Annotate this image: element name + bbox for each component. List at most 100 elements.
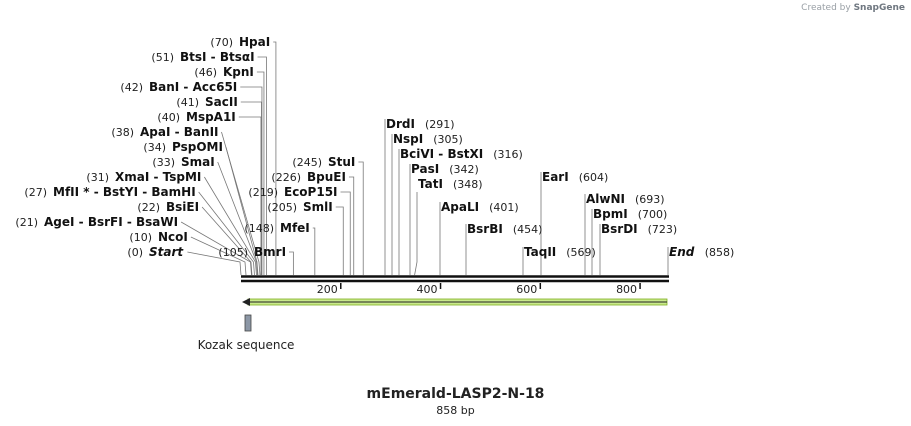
restriction-site[interactable]: PasI (342) — [411, 162, 479, 176]
site-name: EcoP15I — [284, 185, 338, 199]
site-leader-line — [198, 191, 255, 276]
site-name: SacII — [205, 95, 238, 109]
restriction-site[interactable]: End(858) — [669, 245, 734, 259]
scale-tick-label: 800 — [616, 283, 637, 296]
site-position: (245) — [292, 156, 322, 169]
snapgene-credit: Created by SnapGene — [801, 3, 905, 13]
restriction-site[interactable]: BsrBI(454) — [467, 222, 542, 236]
site-name: MspA1I — [186, 110, 236, 124]
site-position: (40) — [157, 111, 180, 124]
site-name: Start — [149, 245, 184, 259]
site-leader-line — [201, 206, 253, 276]
restriction-site[interactable]: BanI - Acc65I (42) — [120, 80, 237, 94]
restriction-site[interactable]: DrdI(291) — [386, 117, 455, 131]
restriction-site[interactable]: BpuEI(226) — [271, 170, 346, 184]
restriction-site[interactable]: ApaI - BanII (38) — [111, 125, 218, 139]
site-position: (401) — [489, 201, 519, 214]
site-position: (21) — [15, 216, 38, 229]
site-name: AlwNI — [586, 192, 625, 206]
map-length: 858 bp — [436, 404, 475, 417]
kozak-sequence-feature[interactable] — [244, 314, 252, 332]
scale-tick-label: 200 — [317, 283, 338, 296]
site-position: (693) — [635, 193, 665, 206]
site-position: (34) — [143, 141, 166, 154]
restriction-site[interactable]: Start(0) — [127, 245, 184, 259]
restriction-site[interactable]: SmaI(33) — [152, 155, 214, 169]
site-position: (148) — [244, 222, 274, 235]
site-leader-line — [273, 41, 277, 275]
restriction-site[interactable]: BpmI(700) — [593, 207, 667, 221]
site-name: BpuEI — [307, 170, 346, 184]
site-name: BsrBI — [467, 222, 503, 236]
site-position: (342) — [449, 163, 479, 176]
restriction-site[interactable]: BciVI - BstXI(316) — [400, 147, 523, 161]
restriction-site[interactable]: AlwNI (693) — [586, 192, 665, 206]
restriction-site[interactable]: BmrI (105) — [218, 245, 286, 259]
site-position: (305) — [433, 133, 463, 146]
mEmerald-feature[interactable] — [242, 298, 668, 306]
restriction-site[interactable]: StuI(245) — [292, 155, 355, 169]
site-name: ApaI - BanII — [140, 125, 219, 139]
site-position: (41) — [176, 96, 199, 109]
site-name: PasI — [411, 162, 439, 176]
restriction-site[interactable]: NspI (305) — [393, 132, 463, 146]
site-name: BanI - Acc65I — [149, 80, 237, 94]
site-position: (348) — [453, 178, 483, 191]
site-leader-line — [257, 56, 267, 275]
restriction-site[interactable]: KpnI(46) — [194, 65, 254, 79]
restriction-site[interactable]: XmaI - TspMI(31) — [86, 170, 201, 184]
site-name: NcoI — [158, 230, 188, 244]
site-name: ApaLI — [441, 200, 479, 214]
site-position: (10) — [129, 231, 152, 244]
restriction-site[interactable]: PspOMI(34) — [143, 140, 223, 154]
site-name: End — [669, 245, 695, 259]
site-position: (723) — [648, 223, 678, 236]
restriction-site[interactable]: NcoI (10) — [129, 230, 187, 244]
restriction-site[interactable]: TaqII(569) — [524, 245, 596, 259]
restriction-site[interactable]: SacII (41) — [176, 95, 237, 109]
site-name: TatI — [418, 177, 443, 191]
site-name: AgeI - BsrFI - BsaWI — [44, 215, 178, 229]
restriction-site[interactable]: ApaLI (401) — [441, 200, 519, 214]
site-leader-line — [289, 251, 294, 275]
restriction-site[interactable]: AgeI - BsrFI - BsaWI (21) — [15, 215, 178, 229]
site-leader-line — [225, 146, 259, 276]
site-name: DrdI — [386, 117, 415, 131]
site-name: BtsI - BtsαI — [180, 50, 255, 64]
site-leader-line — [340, 191, 351, 275]
site-position: (42) — [120, 81, 143, 94]
site-name: EarI — [542, 170, 569, 184]
site-name: HpaI — [239, 35, 270, 49]
site-leader-line — [312, 227, 316, 275]
restriction-site[interactable]: BtsI - BtsαI(51) — [151, 50, 254, 64]
scale-tick-label: 600 — [516, 283, 537, 296]
site-name: BmrI — [254, 245, 286, 259]
restriction-site[interactable]: EarI(604) — [542, 170, 608, 184]
site-name: NspI — [393, 132, 423, 146]
site-leader-line — [414, 192, 418, 276]
site-leader-line — [240, 101, 262, 275]
restriction-site[interactable]: MfII * - BstYI - BamHI(27) — [24, 185, 195, 199]
restriction-site[interactable]: HpaI(70) — [210, 35, 270, 49]
site-position: (38) — [111, 126, 134, 139]
map-title: mEmerald-LASP2-N-18 — [366, 386, 545, 402]
site-leader-line — [335, 206, 344, 275]
site-leader-line — [217, 161, 258, 276]
site-name: BsrDI — [601, 222, 638, 236]
kozak-sequence-label: Kozak sequence — [198, 338, 295, 352]
site-position: (219) — [248, 186, 278, 199]
restriction-site[interactable]: MfeI(148) — [244, 221, 309, 235]
site-name: XmaI - TspMI — [115, 170, 201, 184]
restriction-site[interactable]: MspA1I (40) — [157, 110, 235, 124]
credit-prefix: Created by — [801, 3, 851, 13]
site-name: SmlI — [303, 200, 333, 214]
site-name: TaqII — [524, 245, 556, 259]
site-position: (105) — [218, 246, 248, 259]
restriction-site[interactable]: BsiEI(22) — [137, 200, 199, 214]
restriction-site[interactable]: BsrDI (723) — [601, 222, 677, 236]
restriction-site[interactable]: SmlI(205) — [267, 200, 332, 214]
restriction-site[interactable]: TatI (348) — [418, 177, 483, 191]
site-leader-line — [187, 251, 242, 276]
restriction-site[interactable]: EcoP15I (219) — [248, 185, 337, 199]
site-position: (700) — [638, 208, 668, 221]
